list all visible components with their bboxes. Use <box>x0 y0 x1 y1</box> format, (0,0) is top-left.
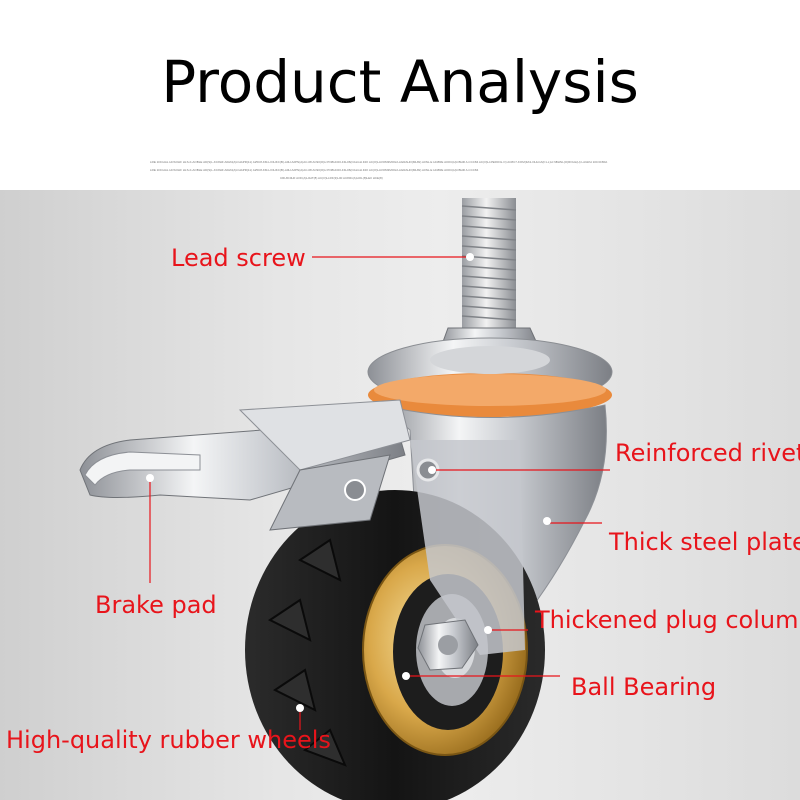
label-thickened-plug-column: Thickened plug column <box>535 606 800 634</box>
leader-dots <box>146 253 551 712</box>
fineprint-line: CRL8C0HF AOF(A)L0HT(8) AC(O)H-RF(3)L00 A… <box>280 176 383 180</box>
brake-lever <box>79 399 440 531</box>
label-lead-screw: Lead screw <box>171 244 306 272</box>
label-rubber-wheels: High-quality rubber wheels <box>6 726 331 754</box>
fineprint-line: LRE 1DCHAL HCSOHF HLS-F-AOBLE AD(S)L-KC8… <box>150 168 479 172</box>
label-thick-steel-plate: Thick steel plate <box>609 528 800 556</box>
fineprint-line: LRE 1DCHAL HCSOHF HLS-F-AOBLE AD(S)L-KC8… <box>150 160 608 164</box>
header-banner: Product Analysis LRE 1DCHAL HCSOHF HLS-F… <box>0 0 800 190</box>
leader-lines <box>149 256 610 730</box>
page-title: Product Analysis <box>161 48 639 116</box>
label-ball-bearing: Ball Bearing <box>571 673 717 701</box>
label-reinforced-rivet: Reinforced rivet <box>615 439 800 467</box>
fork-plate <box>410 440 525 671</box>
label-brake-pad: Brake pad <box>95 591 217 619</box>
mounting-plate <box>367 337 613 417</box>
